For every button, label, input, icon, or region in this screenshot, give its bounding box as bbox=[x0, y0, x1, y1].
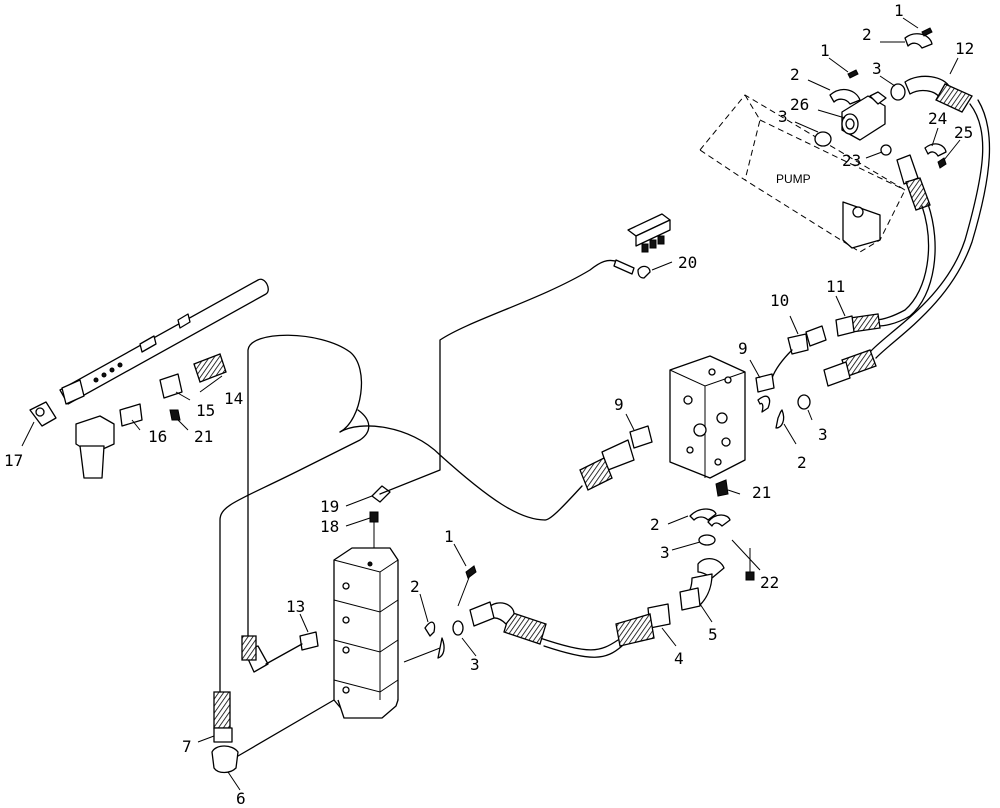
hose-11-fitting-10 bbox=[771, 313, 881, 379]
callout-3-pump-left: 3 bbox=[778, 107, 788, 126]
callout-2-block: 2 bbox=[797, 453, 807, 472]
callout-2-lower-right: 2 bbox=[650, 515, 660, 534]
o-rings bbox=[452, 83, 906, 636]
elbow-5 bbox=[679, 558, 725, 611]
callout-7: 7 bbox=[182, 737, 192, 756]
callout-15: 15 bbox=[196, 401, 215, 420]
pump-assembly: PUMP bbox=[699, 94, 906, 253]
pump-inlet-hose bbox=[469, 601, 547, 645]
hose-4 bbox=[539, 603, 671, 658]
filter-head bbox=[29, 353, 227, 479]
split-flange-clamps bbox=[424, 27, 947, 659]
callout-21-block: 21 bbox=[752, 483, 771, 502]
callout-2-lower-left: 2 bbox=[410, 577, 420, 596]
block-return-hose bbox=[823, 349, 877, 387]
callout-22: 22 bbox=[760, 573, 779, 592]
callout-3-lower-left: 3 bbox=[470, 655, 480, 674]
manifold-valve-block bbox=[669, 355, 746, 479]
callout-12: 12 bbox=[955, 39, 974, 58]
callout-17: 17 bbox=[4, 451, 23, 470]
fitting-20-valve-bank bbox=[613, 213, 671, 279]
fitting-9-upper bbox=[755, 373, 775, 393]
callout-23: 23 bbox=[842, 151, 861, 170]
fitting-9-lower-hose bbox=[544, 425, 653, 521]
flange-adapter-26 bbox=[841, 91, 887, 141]
fitting-21-block bbox=[715, 479, 729, 497]
fitting-18-19 bbox=[369, 485, 391, 548]
callout-11: 11 bbox=[826, 277, 845, 296]
callout-labels: 1 2 12 1 2 3 26 3 24 25 23 20 10 11 9 9 … bbox=[4, 1, 974, 808]
callout-3-block: 3 bbox=[818, 425, 828, 444]
callout-9-lower: 9 bbox=[614, 395, 624, 414]
callout-16: 16 bbox=[148, 427, 167, 446]
callout-14: 14 bbox=[224, 389, 243, 408]
filter-supply-hoses bbox=[219, 259, 619, 693]
callout-5: 5 bbox=[708, 625, 718, 644]
pump-label: PUMP bbox=[776, 172, 811, 186]
leader-lines bbox=[21, 17, 961, 791]
pump-suction-hose bbox=[874, 154, 936, 327]
bolt-22 bbox=[745, 548, 755, 581]
callout-10: 10 bbox=[770, 291, 789, 310]
callout-6: 6 bbox=[236, 789, 246, 808]
filter-pipe bbox=[59, 278, 269, 405]
callout-20: 20 bbox=[678, 253, 697, 272]
callout-4: 4 bbox=[674, 649, 684, 668]
callout-18: 18 bbox=[320, 517, 339, 536]
callout-1-top: 1 bbox=[894, 1, 904, 20]
callout-2-mid: 2 bbox=[790, 65, 800, 84]
callout-3-lower-right: 3 bbox=[660, 543, 670, 562]
callout-2-top: 2 bbox=[862, 25, 872, 44]
callout-9-upper: 9 bbox=[738, 339, 748, 358]
callout-1-lower: 1 bbox=[444, 527, 454, 546]
callout-13: 13 bbox=[286, 597, 305, 616]
callout-21-filter: 21 bbox=[194, 427, 213, 446]
callout-1-mid: 1 bbox=[820, 41, 830, 60]
callout-25: 25 bbox=[954, 123, 973, 142]
callout-19: 19 bbox=[320, 497, 339, 516]
callout-26: 26 bbox=[790, 95, 809, 114]
fitting-13 bbox=[241, 631, 319, 673]
hose-12 bbox=[869, 75, 991, 359]
fitting-7-elbow-6 bbox=[211, 691, 335, 774]
gear-pump-stack bbox=[333, 547, 399, 719]
callout-24: 24 bbox=[928, 109, 947, 128]
callout-3-pump-top: 3 bbox=[872, 59, 882, 78]
